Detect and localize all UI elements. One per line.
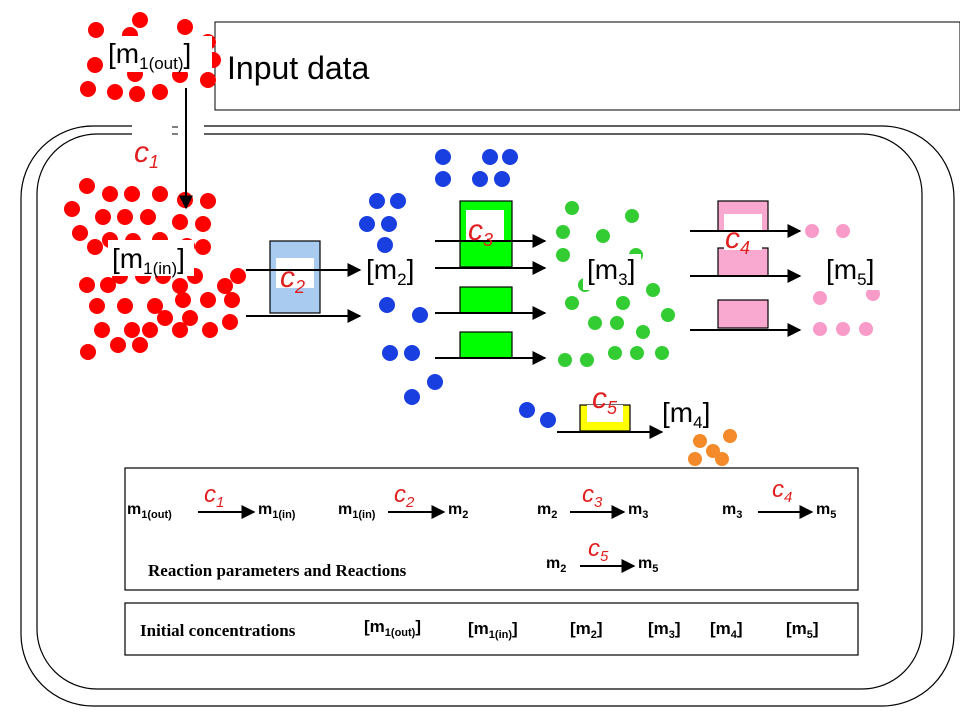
- label-m3: [m3]: [587, 254, 635, 289]
- reaction-2-param: c2: [394, 481, 415, 511]
- reaction-5-product: m5: [638, 555, 658, 575]
- label-m5: [m5]: [826, 254, 874, 289]
- reaction-4-product: m5: [816, 501, 836, 521]
- label-m4: [m4]: [662, 397, 710, 432]
- reaction-4-reactant: m3: [722, 501, 742, 521]
- initial-m4: [m4]: [710, 619, 743, 641]
- m4-molecules: [688, 429, 737, 466]
- reaction-2-product: m2: [448, 501, 468, 521]
- initial-caption: Initial concentrations: [140, 621, 296, 640]
- m1-out-molecules: [80, 12, 221, 102]
- c4-channel: [690, 200, 802, 337]
- reaction-5-reactant: m2: [546, 555, 566, 575]
- membrane-gap: [132, 118, 204, 146]
- reaction-5-param: c5: [588, 535, 609, 565]
- c2-channel: [246, 240, 362, 323]
- reaction-3-reactant: m2: [537, 501, 557, 521]
- title-box: [214, 21, 960, 111]
- reaction-3-param: c3: [582, 481, 603, 511]
- initial-concentrations-panel: Initial concentrations [m1(out)] [m1(in)…: [124, 602, 859, 656]
- reaction-4-param: c4: [772, 476, 792, 506]
- label-c5: c5: [592, 382, 618, 418]
- label-c4: c4: [725, 222, 750, 258]
- reactions-caption: Reaction parameters and Reactions: [148, 561, 407, 580]
- label-c3: c3: [468, 214, 493, 250]
- label-m2: [m2]: [366, 254, 414, 289]
- reactions-panel: Reaction parameters and Reactions m1(out…: [124, 467, 859, 591]
- m5-molecules: [805, 224, 880, 336]
- c5-channel: [557, 404, 664, 439]
- initial-m3: [m3]: [648, 619, 681, 641]
- label-c2: c2: [280, 261, 305, 297]
- reaction-3-product: m3: [628, 501, 648, 521]
- c3-channel: [435, 200, 547, 365]
- initial-m2: [m2]: [570, 619, 603, 641]
- reaction-2-reactant: m1(in): [338, 501, 376, 521]
- page-title: Input data: [227, 50, 370, 86]
- reaction-1-param: c1: [204, 481, 224, 511]
- reaction-1-product: m1(in): [258, 501, 296, 521]
- label-c1: c1: [134, 136, 159, 172]
- m2-molecules: [359, 149, 556, 428]
- reaction-1-reactant: m1(out): [127, 501, 172, 521]
- m3-molecules: [556, 201, 675, 367]
- cell-inner-border: [36, 133, 923, 690]
- cell-outer-border: [20, 125, 955, 707]
- initial-m5: [m5]: [786, 619, 819, 641]
